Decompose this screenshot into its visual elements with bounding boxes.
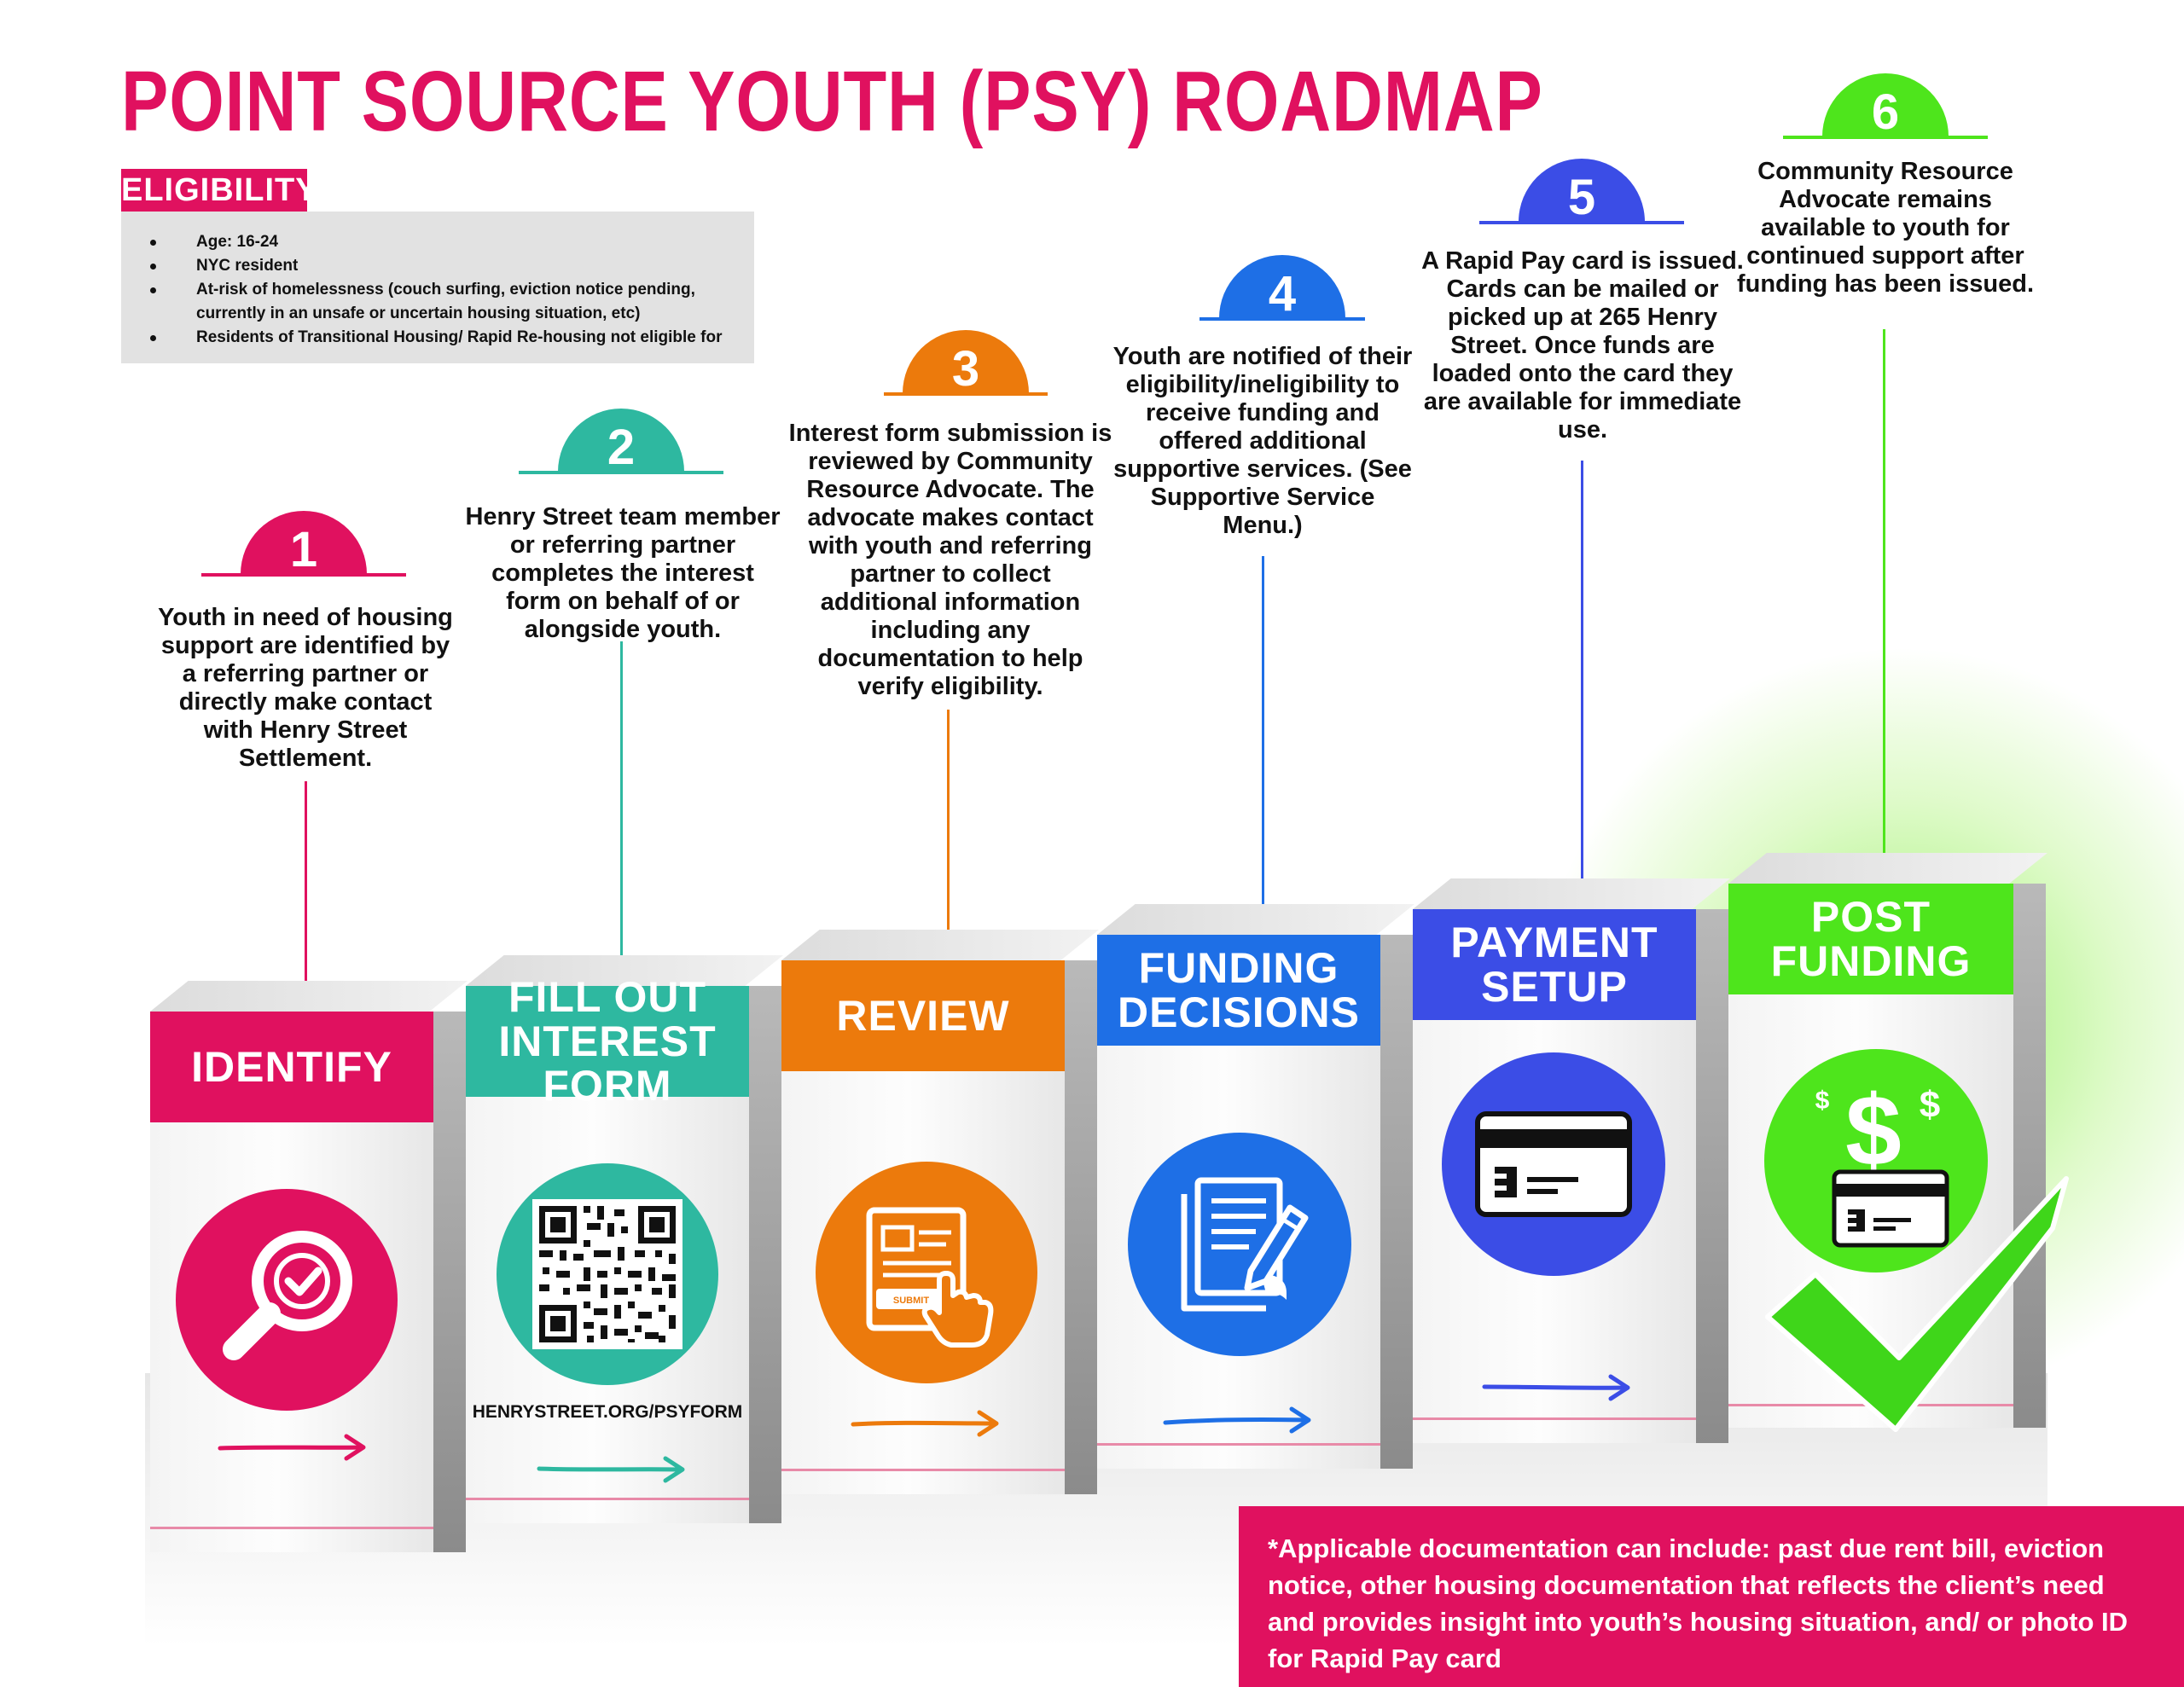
step-6-number: 6 (1822, 73, 1949, 140)
step-1-block: IDENTIFY (150, 981, 468, 1552)
step-6-top-face (1728, 853, 2048, 884)
step-4-connector (1262, 556, 1264, 916)
step-2-top-face (466, 955, 783, 986)
step-5-side-face (1694, 909, 1728, 1443)
eligibility-list: Age: 16-24 NYC resident At-risk of homel… (147, 230, 737, 350)
step-2-rule (519, 471, 723, 474)
checkmark-icon (1765, 1176, 2069, 1432)
step-3-side-face (1063, 960, 1097, 1494)
step-4-number: 4 (1219, 255, 1345, 322)
step-4-side-face (1379, 935, 1413, 1469)
step-5-connector (1581, 461, 1583, 887)
magnifier-check-icon (176, 1189, 398, 1411)
step-4-description: Youth are notified of their eligibility/… (1112, 343, 1413, 539)
dollar-sign-medium: $ (1920, 1084, 1940, 1126)
step-1-description: Youth in need of housing support are ide… (158, 604, 453, 772)
step-4-arrow (1163, 1406, 1311, 1434)
dollar-sign: $ (1845, 1075, 1902, 1187)
step-3-baseline (781, 1469, 1065, 1471)
step-1-title: IDENTIFY (150, 1012, 433, 1122)
eligibility-item: At-risk of homelessness (couch surfing, … (147, 278, 737, 326)
step-5-badge: 5 (1479, 157, 1684, 225)
step-5-rule (1479, 221, 1684, 224)
eligibility-item: Residents of Transitional Housing/ Rapid… (147, 326, 737, 350)
step-2-arrow (537, 1456, 685, 1483)
step-3-arrow (851, 1410, 999, 1437)
step-2-connector (620, 641, 623, 965)
eligibility-box: Age: 16-24 NYC resident At-risk of homel… (121, 212, 754, 363)
step-3-number: 3 (903, 330, 1029, 397)
step-2-number: 2 (558, 409, 684, 475)
step-5-top-face (1413, 878, 1730, 909)
step-1-badge: 1 (201, 509, 406, 577)
step-6-rule (1783, 136, 1988, 139)
eligibility-item: NYC resident (147, 254, 737, 278)
step-3-top-face (781, 930, 1099, 960)
step-3-front-face: REVIEW SUBMIT (781, 960, 1065, 1494)
step-3-block: REVIEW SUBMIT (781, 930, 1099, 1501)
step-3-badge: 3 (884, 328, 1048, 397)
step-1-arrow (218, 1434, 366, 1461)
step-1-rule (201, 573, 406, 577)
step-1-top-face (150, 981, 468, 1012)
step-6-badge: 6 (1783, 72, 1988, 140)
step-1-front-face: IDENTIFY (150, 1012, 433, 1552)
step-3-rule (884, 392, 1048, 396)
step-4-rule (1199, 317, 1365, 321)
step-6-connector (1883, 329, 1885, 863)
form-submit-icon: SUBMIT (816, 1162, 1037, 1383)
step-2-baseline (466, 1498, 749, 1500)
step-1-side-face (432, 1012, 466, 1552)
step-1-baseline (150, 1527, 433, 1529)
eligibility-item: Age: 16-24 (147, 230, 737, 254)
step-1-connector (305, 781, 307, 994)
submit-label: SUBMIT (893, 1296, 929, 1306)
step-2-side-face (747, 986, 781, 1523)
step-4-badge: 4 (1199, 253, 1365, 322)
step-3-title: REVIEW (781, 960, 1065, 1071)
step-5-number: 5 (1519, 159, 1645, 225)
eligibility-label: ELIGIBILITY (121, 169, 317, 212)
credit-card-icon (1442, 1052, 1665, 1276)
step-3-connector (947, 710, 950, 945)
step-1-number: 1 (241, 511, 367, 577)
page-title: POINT SOURCE YOUTH (PSY) ROADMAP (121, 54, 1543, 149)
step-5-baseline (1413, 1417, 1696, 1420)
step-6-side-face (2012, 884, 2046, 1428)
step-5-arrow (1482, 1374, 1630, 1401)
document-pen-icon (1128, 1133, 1351, 1356)
step-2-badge: 2 (519, 407, 723, 475)
documentation-footnote: *Applicable documentation can include: p… (1239, 1506, 2184, 1687)
dollar-card-icon: $ $ $ (1764, 1049, 1988, 1272)
dollar-sign-small: $ (1815, 1087, 1830, 1115)
step-6-description: Community Resource Advocate remains avai… (1736, 158, 2035, 298)
step-2-description: Henry Street team member or referring pa… (465, 503, 781, 643)
interest-form-url: HENRYSTREET.ORG/PSYFORM (472, 1402, 743, 1422)
step-3-description: Interest form submission is reviewed by … (788, 420, 1112, 700)
step-5-description: A Rapid Pay card is issued. Cards can be… (1421, 247, 1744, 443)
step-4-baseline (1097, 1443, 1380, 1446)
qr-code-icon (497, 1163, 718, 1385)
step-4-top-face (1097, 904, 1414, 935)
